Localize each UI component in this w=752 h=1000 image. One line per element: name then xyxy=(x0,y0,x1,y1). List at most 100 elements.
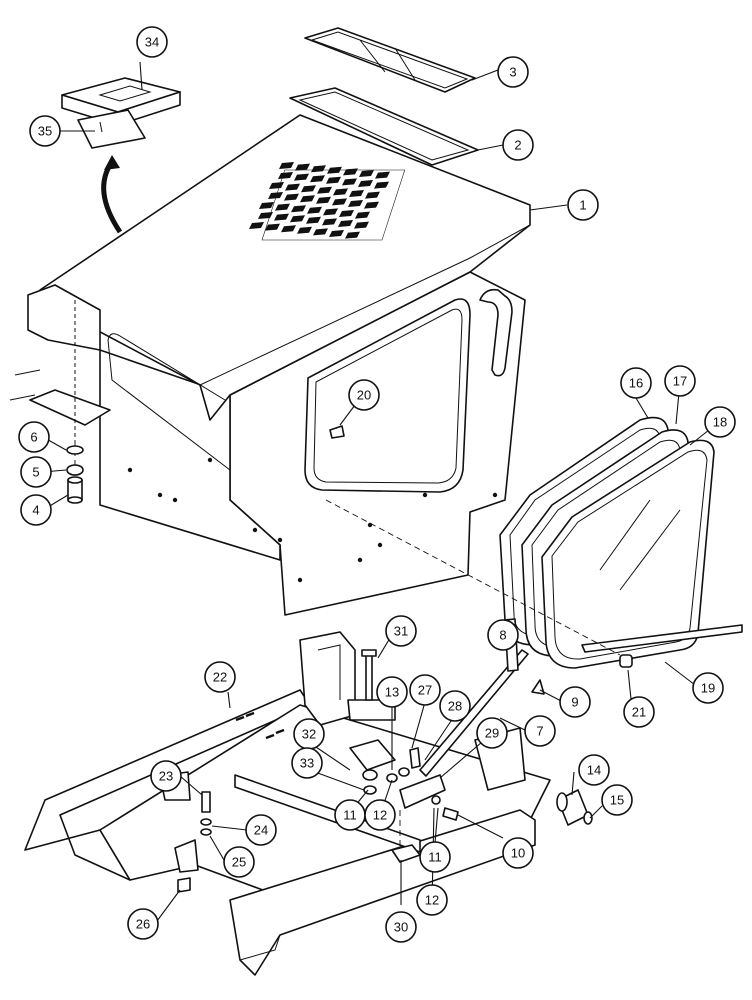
vent-slot xyxy=(354,221,369,229)
callout-2: 2 xyxy=(502,129,534,161)
vent-slots xyxy=(249,162,390,239)
vent-slot xyxy=(278,172,293,179)
svg-text:13: 13 xyxy=(385,685,399,700)
callout-14: 14 xyxy=(578,754,610,786)
svg-text:28: 28 xyxy=(448,699,462,714)
svg-text:30: 30 xyxy=(394,920,408,935)
bushing xyxy=(556,789,593,826)
svg-text:20: 20 xyxy=(357,388,371,403)
svg-text:27: 27 xyxy=(418,683,432,698)
vent-slot xyxy=(279,162,294,169)
callout-33: 33 xyxy=(291,747,323,779)
panel-rivets xyxy=(127,457,498,583)
svg-text:26: 26 xyxy=(136,917,150,932)
svg-text:12: 12 xyxy=(425,893,439,908)
grab-handle xyxy=(479,288,513,377)
vent-slot xyxy=(294,173,309,181)
svg-text:34: 34 xyxy=(145,35,159,50)
vent-slot xyxy=(317,186,332,194)
svg-text:23: 23 xyxy=(159,769,173,784)
roof-front-flange xyxy=(27,284,101,351)
rivet xyxy=(357,557,363,563)
door-frame-set xyxy=(499,416,715,669)
vent-slot xyxy=(364,201,379,209)
svg-text:21: 21 xyxy=(632,705,646,720)
vent-slot xyxy=(284,193,299,201)
svg-text:17: 17 xyxy=(673,374,687,389)
roof-vent-grille xyxy=(261,169,406,241)
svg-text:5: 5 xyxy=(32,465,39,480)
frame-slot xyxy=(265,733,275,740)
svg-text:15: 15 xyxy=(610,793,624,808)
center-hardware xyxy=(349,649,459,863)
vent-slot xyxy=(329,230,344,237)
svg-text:2: 2 xyxy=(514,138,521,153)
callout-group: 1 2 3 4 5 6 7 8 9 10 11 11 12 12 13 14 1… xyxy=(18,26,736,943)
vent-slot xyxy=(333,188,348,196)
callout-13: 13 xyxy=(376,676,408,708)
rivet xyxy=(252,527,258,533)
rivet xyxy=(127,467,133,473)
vent-slot xyxy=(268,192,283,199)
vent-slot xyxy=(291,205,306,213)
vent-slot xyxy=(348,200,363,207)
svg-text:19: 19 xyxy=(701,681,715,696)
svg-text:18: 18 xyxy=(713,415,727,430)
rivet xyxy=(157,492,163,498)
callout-23: 23 xyxy=(150,760,182,792)
callout-18: 18 xyxy=(704,406,736,438)
svg-text:9: 9 xyxy=(571,695,578,710)
rivet xyxy=(377,542,383,548)
callout-20: 20 xyxy=(348,379,380,411)
svg-text:22: 22 xyxy=(213,670,227,685)
callout-9: 9 xyxy=(559,686,591,718)
vent-slot xyxy=(326,176,341,184)
callout-6: 6 xyxy=(18,421,50,453)
frame-slot xyxy=(245,711,255,718)
rivet xyxy=(297,577,303,583)
vent-slot xyxy=(359,170,374,177)
mount-bracket xyxy=(29,389,111,426)
vent-slot xyxy=(358,180,373,187)
callout-11b: 11 xyxy=(419,841,451,873)
rivet xyxy=(492,492,498,498)
vent-slot xyxy=(281,225,296,233)
vent-slot xyxy=(259,202,274,209)
svg-text:4: 4 xyxy=(32,503,39,518)
vent-slot xyxy=(249,222,264,229)
vent-slot xyxy=(311,165,326,173)
seat-cushion xyxy=(61,77,181,234)
hatch-glass xyxy=(304,27,476,93)
callout-15: 15 xyxy=(601,784,633,816)
rivet xyxy=(367,522,373,528)
svg-text:16: 16 xyxy=(629,376,643,391)
svg-text:35: 35 xyxy=(38,124,52,139)
callout-24: 24 xyxy=(245,814,277,846)
lower-left-hardware xyxy=(177,791,212,893)
vent-slot xyxy=(306,216,321,224)
vent-slot xyxy=(316,196,331,204)
callout-8: 8 xyxy=(487,619,519,651)
callout-5: 5 xyxy=(20,456,52,488)
rivet xyxy=(422,492,428,498)
callout-16: 16 xyxy=(620,367,652,399)
vent-slot xyxy=(290,215,305,223)
callout-35: 35 xyxy=(29,115,61,147)
svg-text:7: 7 xyxy=(536,724,543,739)
vent-slot xyxy=(323,208,338,216)
callout-28: 28 xyxy=(439,690,471,722)
svg-text:1: 1 xyxy=(579,198,586,213)
rivet xyxy=(172,497,178,503)
vent-slot xyxy=(342,178,357,186)
vent-slot xyxy=(343,168,358,176)
callout-1: 1 xyxy=(567,189,599,221)
callout-26: 26 xyxy=(127,908,159,940)
cab-assembly xyxy=(9,114,531,616)
frame-right-rail xyxy=(229,809,536,976)
vent-slot xyxy=(307,206,322,214)
vent-slot xyxy=(327,166,342,174)
callout-10: 10 xyxy=(502,837,534,869)
callout-34: 34 xyxy=(136,26,168,58)
vent-slot xyxy=(310,175,325,183)
